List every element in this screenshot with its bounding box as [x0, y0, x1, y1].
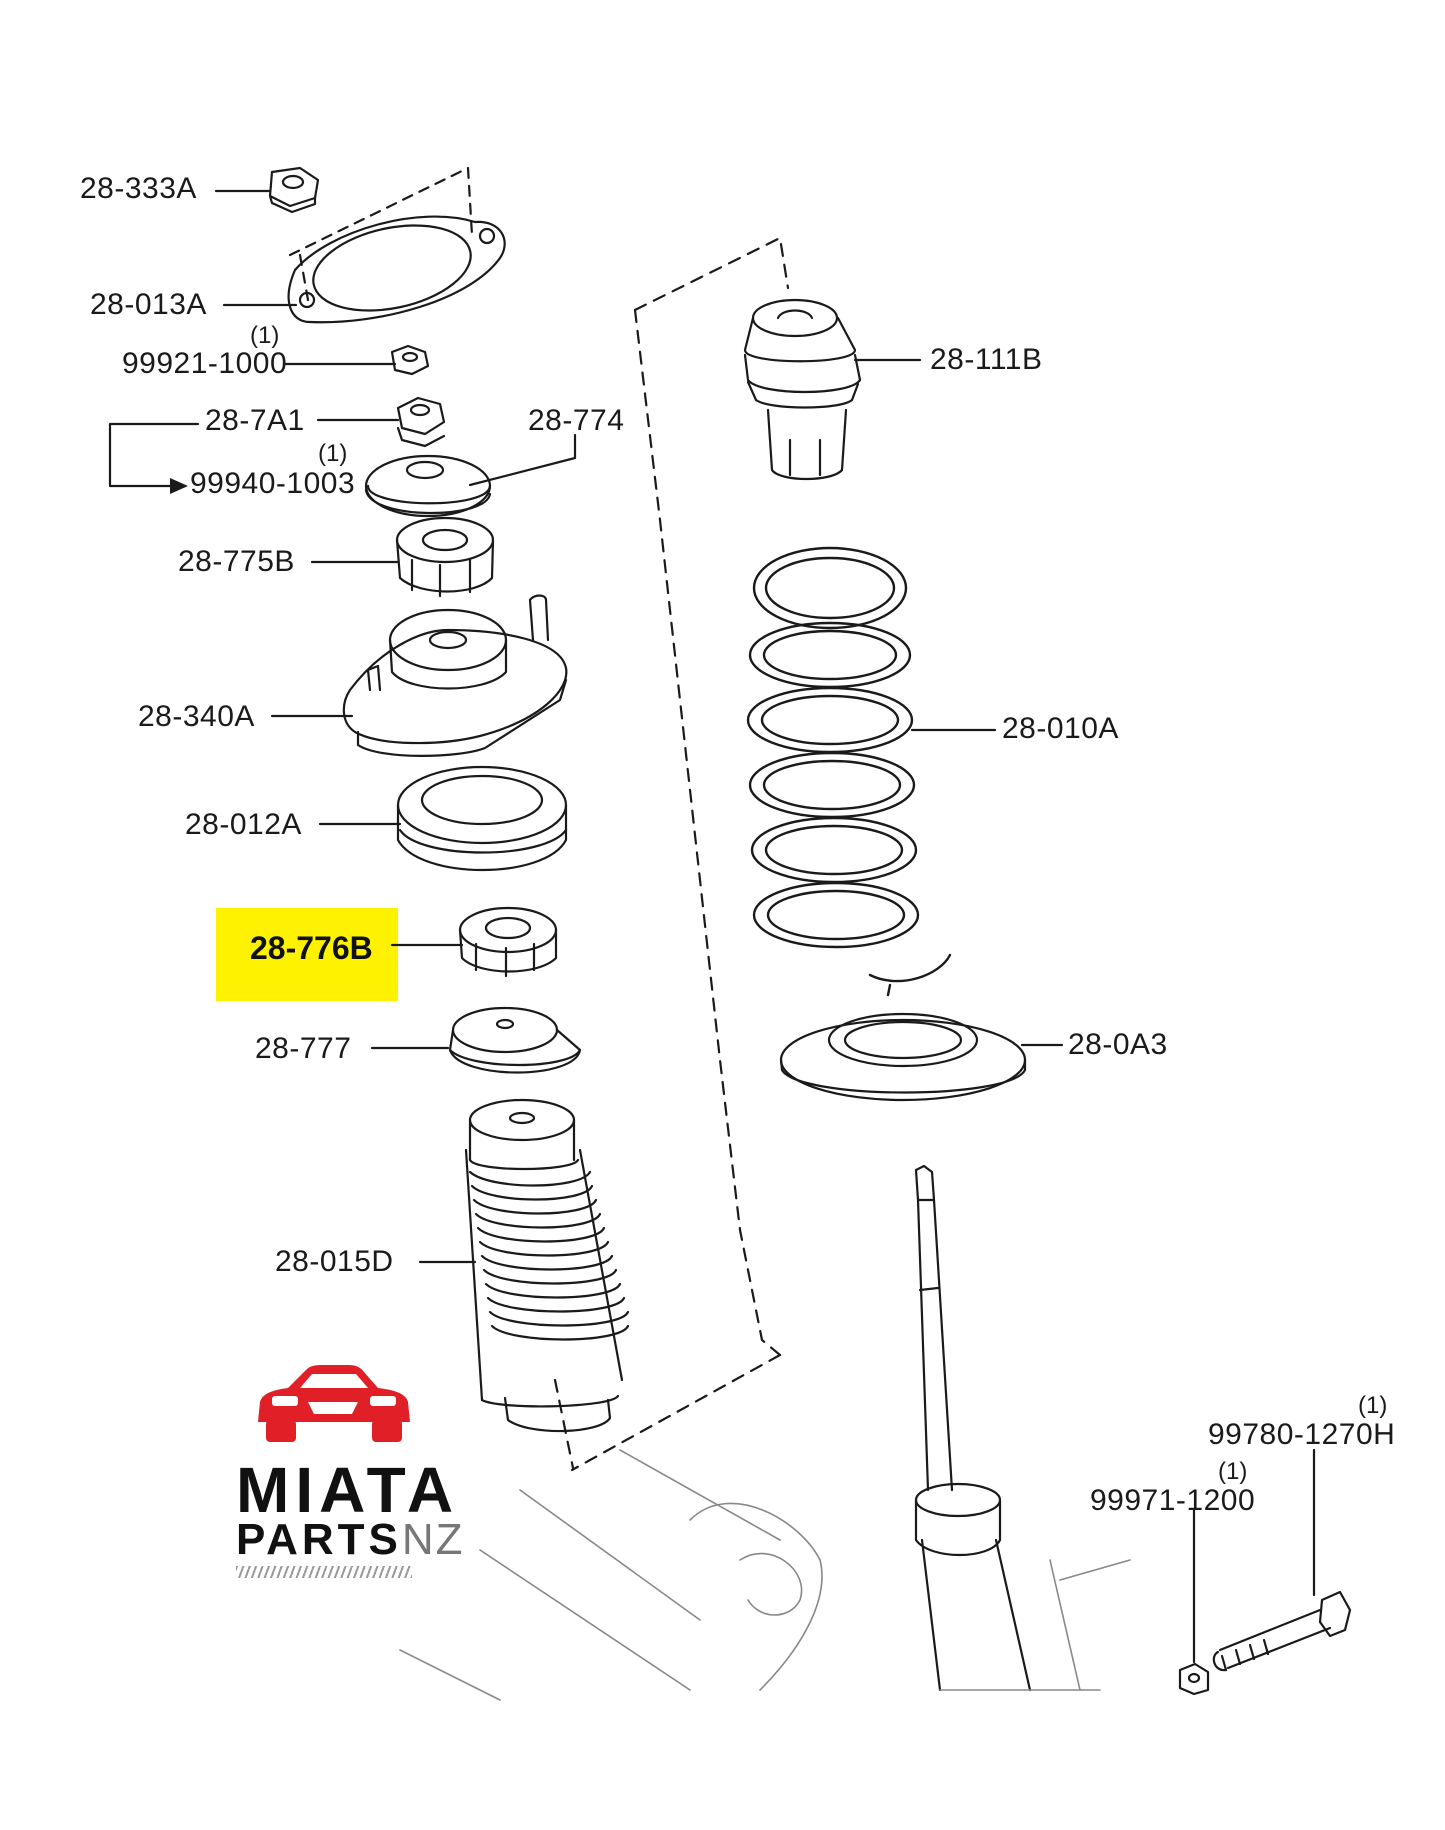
nut-99971-1200: [1178, 1662, 1210, 1696]
spring-28-010A: [746, 546, 952, 997]
label-28-111B[interactable]: 28-111B: [930, 343, 1043, 376]
boot-28-015D: [464, 1098, 630, 1433]
nut-28-333A: [268, 166, 320, 214]
label-28-340A[interactable]: 28-340A: [138, 700, 255, 733]
label-99780-1270H[interactable]: 99780-1270H: [1208, 1418, 1396, 1451]
qty-99921-1000: (1): [250, 322, 280, 349]
washer-28-774: [364, 454, 492, 518]
qty-99940-1003: (1): [318, 440, 348, 467]
dashed-guide-top: [288, 166, 474, 257]
logo-stripe: [236, 1566, 412, 1578]
mount-28-340A: [342, 594, 568, 757]
seat-28-0A3: [779, 1012, 1027, 1102]
car-icon: [258, 1365, 410, 1442]
label-28-774[interactable]: 28-774: [528, 404, 625, 437]
leader-28-774: [468, 433, 577, 487]
label-28-777[interactable]: 28-777: [255, 1032, 352, 1065]
qty-99971-1200: (1): [1218, 1458, 1248, 1485]
arrow-head: [170, 478, 188, 494]
label-28-0A3[interactable]: 28-0A3: [1068, 1028, 1168, 1061]
label-99940-1003[interactable]: 99940-1003: [190, 467, 356, 500]
shock-absorber: [914, 1164, 1032, 1692]
bearing-28-012A: [396, 765, 568, 871]
label-28-333A[interactable]: 28-333A: [80, 172, 197, 205]
nut-99921-1000: [390, 344, 430, 376]
highlight-box: [216, 908, 398, 1001]
plate-28-013A: [287, 215, 506, 324]
label-28-013A[interactable]: 28-013A: [90, 288, 207, 321]
logo-parts-text: PARTS: [236, 1515, 402, 1564]
label-28-7A1[interactable]: 28-7A1: [205, 404, 305, 437]
logo-line-miata: MIATA: [236, 1454, 460, 1526]
label-28-010A[interactable]: 28-010A: [1002, 712, 1119, 745]
logo-line-parts: PARTSNZ: [236, 1518, 465, 1562]
seat-28-777: [448, 1006, 582, 1074]
label-28-775B[interactable]: 28-775B: [178, 545, 295, 578]
label-99971-1200[interactable]: 99971-1200: [1090, 1484, 1256, 1517]
bolt-99780-1270H: [1212, 1590, 1352, 1672]
bumpstop-28-111B: [743, 298, 862, 481]
logo-nz-text: NZ: [401, 1515, 465, 1564]
label-99921-1000[interactable]: 99921-1000: [122, 347, 288, 380]
label-28-776B[interactable]: 28-776B: [250, 930, 373, 966]
dashed-guide-right: [633, 236, 790, 312]
knuckle-outline: [399, 1449, 1131, 1701]
bushing-28-776B: [458, 906, 558, 978]
label-28-012A[interactable]: 28-012A: [185, 808, 302, 841]
label-28-015D[interactable]: 28-015D: [275, 1245, 394, 1278]
bushing-28-775B: [395, 516, 495, 598]
arrow-bracket: [108, 422, 200, 488]
qty-99780-1270H: (1): [1358, 1392, 1388, 1419]
nut-28-7A1: [396, 396, 446, 448]
